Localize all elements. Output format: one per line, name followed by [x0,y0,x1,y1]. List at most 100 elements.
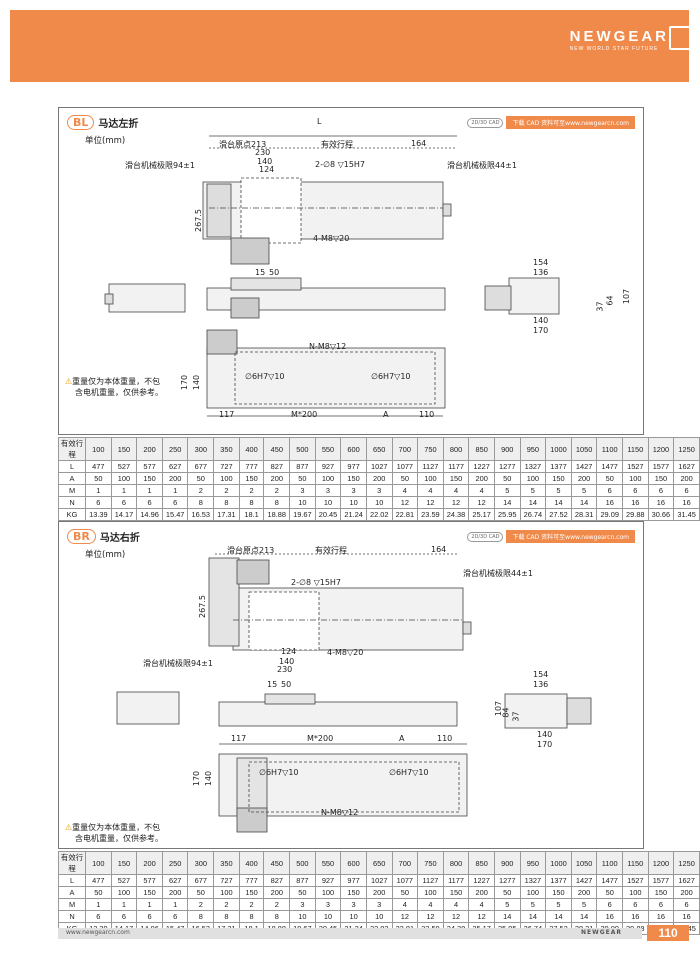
dim-124: 124 [281,647,297,656]
table-cell: 6 [622,484,649,497]
table-cell: 800 [442,851,470,875]
table-cell: 5 [570,484,598,497]
table-cell: 6 [673,484,700,497]
dim-m200: M*200 [291,410,318,419]
row-header: N [57,910,87,923]
row-header: A [57,886,87,899]
table-cell: 150 [442,886,470,899]
dim-a: A [383,410,389,419]
limit-left: 滑台机械极限94±1 [125,161,195,170]
table-cell: 25.95 [493,508,521,521]
table-cell: 50 [391,886,419,899]
table-cell: 1027 [365,460,393,473]
table-cell: 200 [468,472,495,485]
page-number: 110 [647,925,689,941]
table-cell: 2 [238,898,265,911]
table-cell: 1427 [570,874,598,887]
table-cell: 6 [85,910,112,923]
table-cell: 350 [213,437,240,461]
table-cell: 50 [391,472,419,485]
table-cell: 4 [391,898,419,911]
table-cell: 14 [493,496,521,509]
pin-hole-b: ∅6H7▽10 [389,768,429,777]
table-cell: 1377 [545,460,572,473]
table-cell: 850 [468,437,495,461]
table-cell: 16 [596,910,623,923]
table-cell: 1200 [647,437,675,461]
dim-124: 124 [259,165,275,174]
table-cell: 2 [187,898,215,911]
table-cell: 10 [365,496,393,509]
dim-l: L [317,117,322,126]
row-header: 有效行程 [57,851,87,875]
table-cell: 777 [238,874,265,887]
cad-download-banner[interactable]: 2D/3D CAD 下载 CAD 资料可至www.newgearcn.com [467,530,635,543]
table-cell: 3 [289,898,316,911]
table-cell: 577 [136,460,163,473]
warning-icon: ⚠ [65,377,73,386]
table-cell: 100 [519,886,547,899]
table-cell: 1577 [647,874,675,887]
section-code-badge: BR [67,529,96,544]
table-cell: 10 [289,496,316,509]
section-br: BR 马达右折 单位(mm) 2D/3D CAD 下载 CAD 资料可至www.… [58,521,644,849]
cad-download-banner[interactable]: 2D/3D CAD 下载 CAD 资料可至www.newgearcn.com [467,116,635,129]
table-cell: 14 [570,910,598,923]
table-cell: 4 [391,484,419,497]
table-cell: 6 [647,898,675,911]
table-cell: 750 [417,851,444,875]
weight-note: ⚠重量仅为本体重量，不包 含电机重量，仅供参考。 [65,376,163,398]
table-cell: 8 [187,496,215,509]
table-cell: 1100 [596,437,623,461]
row-header: L [57,874,87,887]
brand-name: NEWGEAR [569,28,669,45]
dim-a: A [399,734,405,743]
section-name: 马达右折 [99,533,140,544]
table-cell: 1177 [442,874,470,887]
table-cell: 1277 [493,460,521,473]
table-cell: 3 [365,484,393,497]
cad-download-text[interactable]: 下载 CAD 资料可至www.newgearcn.com [506,116,635,129]
warning-icon: ⚠ [65,823,73,832]
table-cell: 8 [213,910,240,923]
table-cell: 50 [596,886,623,899]
table-cell: 14 [493,910,521,923]
table-cell: 1100 [596,851,623,875]
table-cell: 6 [136,496,163,509]
table-cell: 50 [493,472,521,485]
table-cell: 6 [161,910,189,923]
table-cell: 100 [110,472,138,485]
table-cell: 29.09 [596,508,623,521]
cad-download-text[interactable]: 下载 CAD 资料可至www.newgearcn.com [506,530,635,543]
table-cell: 13.39 [85,508,112,521]
table-cell: 1050 [570,851,598,875]
table-cell: 150 [647,886,675,899]
table-cell: 27.52 [545,508,572,521]
dim-164: 164 [411,139,427,148]
table-cell: 16 [673,496,700,509]
table-cell: 950 [519,851,547,875]
table-cell: 100 [213,886,240,899]
table-cell: 16 [647,910,675,923]
brand-tagline: NEW WORLD STAR FUTURE [569,46,659,52]
table-cell: 100 [314,886,342,899]
dim-b140: 140 [537,730,553,739]
footer-brand: NEWGEAR [580,929,622,936]
weight-note-line1: 重量仅为本体重量，不包 [72,823,161,832]
table-cell: 650 [365,437,393,461]
dim-136: 136 [533,680,549,689]
table-cell: 450 [263,437,291,461]
table-cell: 1527 [622,874,649,887]
footer-url[interactable]: www.newgearcn.com [66,929,130,936]
dim-50: 50 [281,680,292,689]
table-cell: 1 [85,484,112,497]
table-cell: 1127 [417,460,444,473]
table-cell: 1477 [596,874,623,887]
table-cell: 1577 [647,460,675,473]
table-cell: 250 [161,851,189,875]
table-cell: 300 [187,851,215,875]
table-cell: 1250 [673,851,700,875]
table-cell: 300 [187,437,215,461]
